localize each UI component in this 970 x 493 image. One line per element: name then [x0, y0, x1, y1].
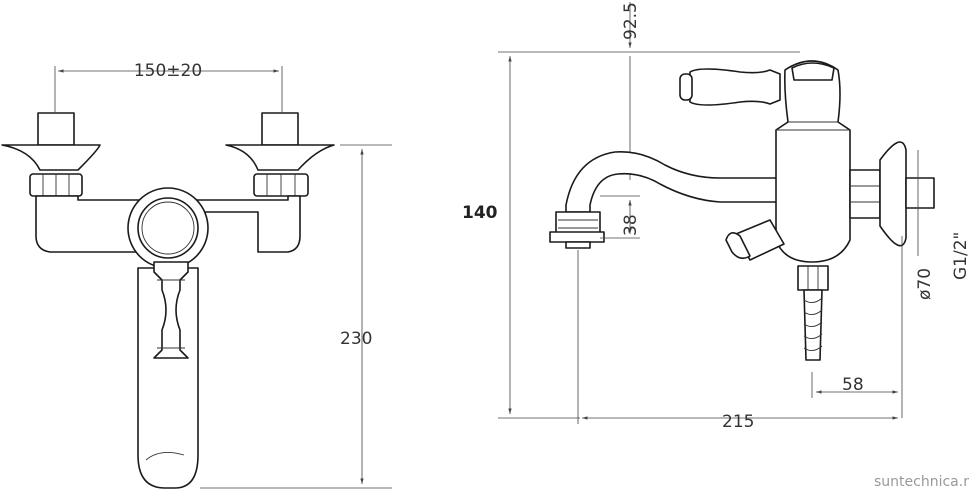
dimension-total-height-label: 140 — [462, 203, 498, 223]
dimension-top-label: 92.5 — [621, 2, 641, 40]
dimension-outlet-label: 58 — [842, 375, 864, 395]
dimension-diameter-label: ø70 — [915, 268, 935, 300]
dimension-spout-label: 38 — [621, 214, 641, 236]
mixer-body — [35, 195, 301, 253]
valve-body — [775, 60, 935, 263]
hose-outlet — [797, 265, 829, 361]
top-handle — [679, 68, 781, 106]
dimension-total-height: 140 — [462, 51, 800, 419]
dimension-length-label: 215 — [722, 412, 754, 432]
right-inlet — [225, 112, 335, 197]
front-spout — [137, 261, 199, 489]
dimension-centers-label: 150±20 — [134, 61, 202, 81]
dimension-thread: G1/2" — [951, 232, 970, 280]
dimension-thread-label: G1/2" — [951, 232, 970, 280]
side-spout — [549, 150, 781, 249]
watermark: suntechnica.ru — [874, 474, 970, 490]
front-view: 150±20 — [1, 61, 392, 489]
left-inlet — [1, 112, 101, 197]
dimension-centers: 150±20 — [54, 61, 283, 112]
diverter-knob — [127, 187, 209, 269]
dimension-height: 230 — [200, 144, 392, 489]
dimension-height-label: 230 — [340, 329, 372, 349]
side-view: 140 92.5 38 — [462, 2, 970, 432]
dimension-diameter: ø70 — [915, 150, 935, 300]
dimension-length: 215 — [577, 250, 898, 432]
diverter-handle — [725, 219, 785, 261]
dimension-outlet: 58 — [811, 236, 903, 418]
dimension-spout: 38 — [600, 195, 641, 239]
